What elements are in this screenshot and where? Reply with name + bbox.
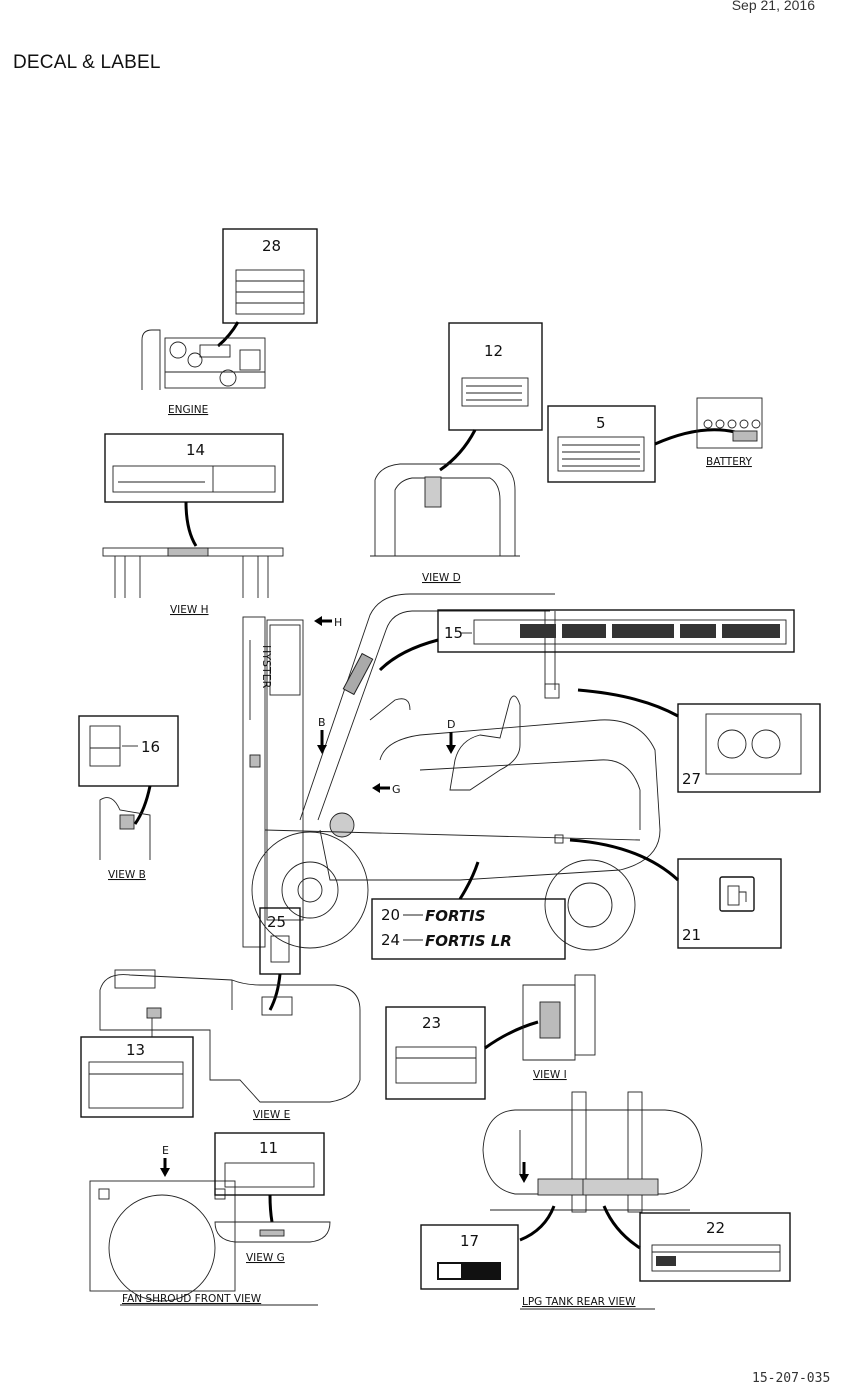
view-d-drawing bbox=[370, 463, 520, 557]
mast-brand-text: HYSTER bbox=[260, 645, 273, 689]
arrow-letter-b: B bbox=[318, 716, 326, 729]
arrow-letter-h: H bbox=[334, 616, 342, 629]
arrow-letter-e: G bbox=[392, 783, 401, 796]
view-g-group: 11 VIEW G bbox=[214, 1132, 331, 1264]
decal-13-plate bbox=[88, 1061, 184, 1109]
arrow-b: B bbox=[317, 716, 327, 754]
caption-fan-shroud: FAN SHROUD FRONT VIEW bbox=[122, 1293, 262, 1305]
date-stamp: Sep 21, 2016 bbox=[731, 0, 815, 13]
caption-view-e: VIEW E bbox=[253, 1109, 290, 1121]
label-22-group: 22 bbox=[639, 1212, 791, 1282]
arrow-h: H bbox=[314, 616, 342, 629]
callout-13: 13 bbox=[126, 1041, 145, 1059]
view-e-group: 25 VIEW E bbox=[99, 907, 361, 1121]
callout-12: 12 bbox=[484, 342, 503, 360]
decal-16-plate bbox=[89, 725, 121, 767]
callout-21: 21 bbox=[682, 926, 701, 944]
decal-11-plate bbox=[224, 1162, 315, 1188]
arrow-e: G bbox=[372, 783, 401, 796]
decal-20-plate bbox=[270, 935, 290, 963]
caption-battery: BATTERY bbox=[706, 456, 752, 468]
label-box-13 bbox=[80, 1036, 194, 1118]
label-box-16 bbox=[78, 715, 179, 787]
view-b-group: 16 VIEW B bbox=[78, 715, 179, 881]
fan-shroud-drawing bbox=[89, 1180, 236, 1302]
caption-lpg-tank: LPG TANK REAR VIEW bbox=[522, 1296, 636, 1308]
caption-view-i: VIEW I bbox=[533, 1069, 567, 1081]
decal-14-plate bbox=[112, 465, 276, 493]
label-box-14 bbox=[104, 433, 284, 503]
label-box-21 bbox=[677, 858, 782, 949]
caption-engine: ENGINE bbox=[168, 404, 208, 416]
engine-group: 28 ENGINE bbox=[141, 228, 318, 416]
label-box-28 bbox=[222, 228, 318, 324]
figure-code: 15-207-035 bbox=[752, 1371, 831, 1386]
fuel-icon bbox=[719, 876, 755, 912]
label-21-group: 21 bbox=[569, 838, 782, 949]
callout-28: 28 bbox=[262, 237, 281, 255]
view-i-drawing bbox=[522, 974, 596, 1061]
battery-drawing bbox=[696, 397, 763, 449]
caption-view-h: VIEW H bbox=[170, 604, 209, 616]
fan-shroud-group: E FAN SHROUD FRONT VIEW bbox=[89, 1144, 318, 1306]
view-d-group: 12 VIEW D bbox=[370, 322, 543, 584]
engine-drawing bbox=[141, 329, 266, 390]
callout-20: 25 bbox=[267, 913, 286, 931]
callout-5: 5 bbox=[596, 414, 606, 432]
label-box-24-25 bbox=[371, 898, 566, 960]
label-24-25-group: 20 FORTIS 24 FORTIS LR bbox=[371, 861, 566, 960]
callout-23: 23 bbox=[422, 1014, 441, 1032]
caption-view-b: VIEW B bbox=[108, 869, 146, 881]
label-box-12 bbox=[448, 322, 543, 431]
callout-16: 16 bbox=[141, 738, 160, 756]
label-box-23 bbox=[385, 1006, 486, 1100]
view-g-drawing bbox=[214, 1221, 331, 1243]
battery-group: 5 BATTERY bbox=[547, 397, 763, 483]
caption-view-d: VIEW D bbox=[422, 572, 461, 584]
callout-22: 22 bbox=[706, 1219, 725, 1237]
label-17-group: 17 bbox=[420, 1224, 519, 1290]
decal-25-fortis-lr: FORTIS LR bbox=[425, 932, 512, 950]
view-h-drawing bbox=[102, 547, 284, 598]
decal-22-plate bbox=[651, 1244, 781, 1272]
decal-24-fortis: FORTIS bbox=[425, 907, 486, 925]
decal-23-plate bbox=[395, 1046, 477, 1084]
arrow-letter-g: E bbox=[162, 1144, 169, 1157]
arrow-letter-d: D bbox=[447, 718, 455, 731]
callout-17: 17 bbox=[460, 1232, 479, 1250]
lpg-tank-drawing bbox=[482, 1091, 703, 1213]
callout-11: 11 bbox=[259, 1139, 278, 1157]
page-title: DECAL & LABEL bbox=[13, 52, 161, 73]
view-h-group: 14 VIEW H bbox=[102, 433, 284, 616]
label-box-17 bbox=[420, 1224, 519, 1290]
view-e-drawing bbox=[99, 969, 361, 1103]
lpg-tank-group: LPG TANK REAR VIEW bbox=[482, 1091, 703, 1310]
label-27-group: 27 bbox=[577, 688, 821, 793]
view-b-drawing bbox=[99, 797, 151, 860]
label-13-group: 13 bbox=[80, 1018, 194, 1118]
callout-27: 27 bbox=[682, 770, 701, 788]
label-15-group: 15 bbox=[342, 609, 795, 696]
view-i-group: 23 VIEW I bbox=[385, 974, 596, 1100]
callout-15: 15 bbox=[444, 624, 463, 642]
callout-24: 20 bbox=[381, 906, 400, 924]
forklift-drawing bbox=[242, 593, 661, 951]
decal-5-plate bbox=[557, 436, 645, 472]
decal-27-plate bbox=[705, 713, 802, 775]
decal-12-plate bbox=[461, 377, 529, 407]
callout-14: 14 bbox=[186, 441, 205, 459]
label-box-27 bbox=[677, 703, 821, 793]
arrow-d: D bbox=[446, 718, 456, 754]
caption-view-g: VIEW G bbox=[246, 1252, 285, 1264]
label-box-22 bbox=[639, 1212, 791, 1282]
callout-25: 24 bbox=[381, 931, 400, 949]
label-box-15 bbox=[437, 609, 795, 653]
decal-15-plate bbox=[473, 619, 787, 645]
